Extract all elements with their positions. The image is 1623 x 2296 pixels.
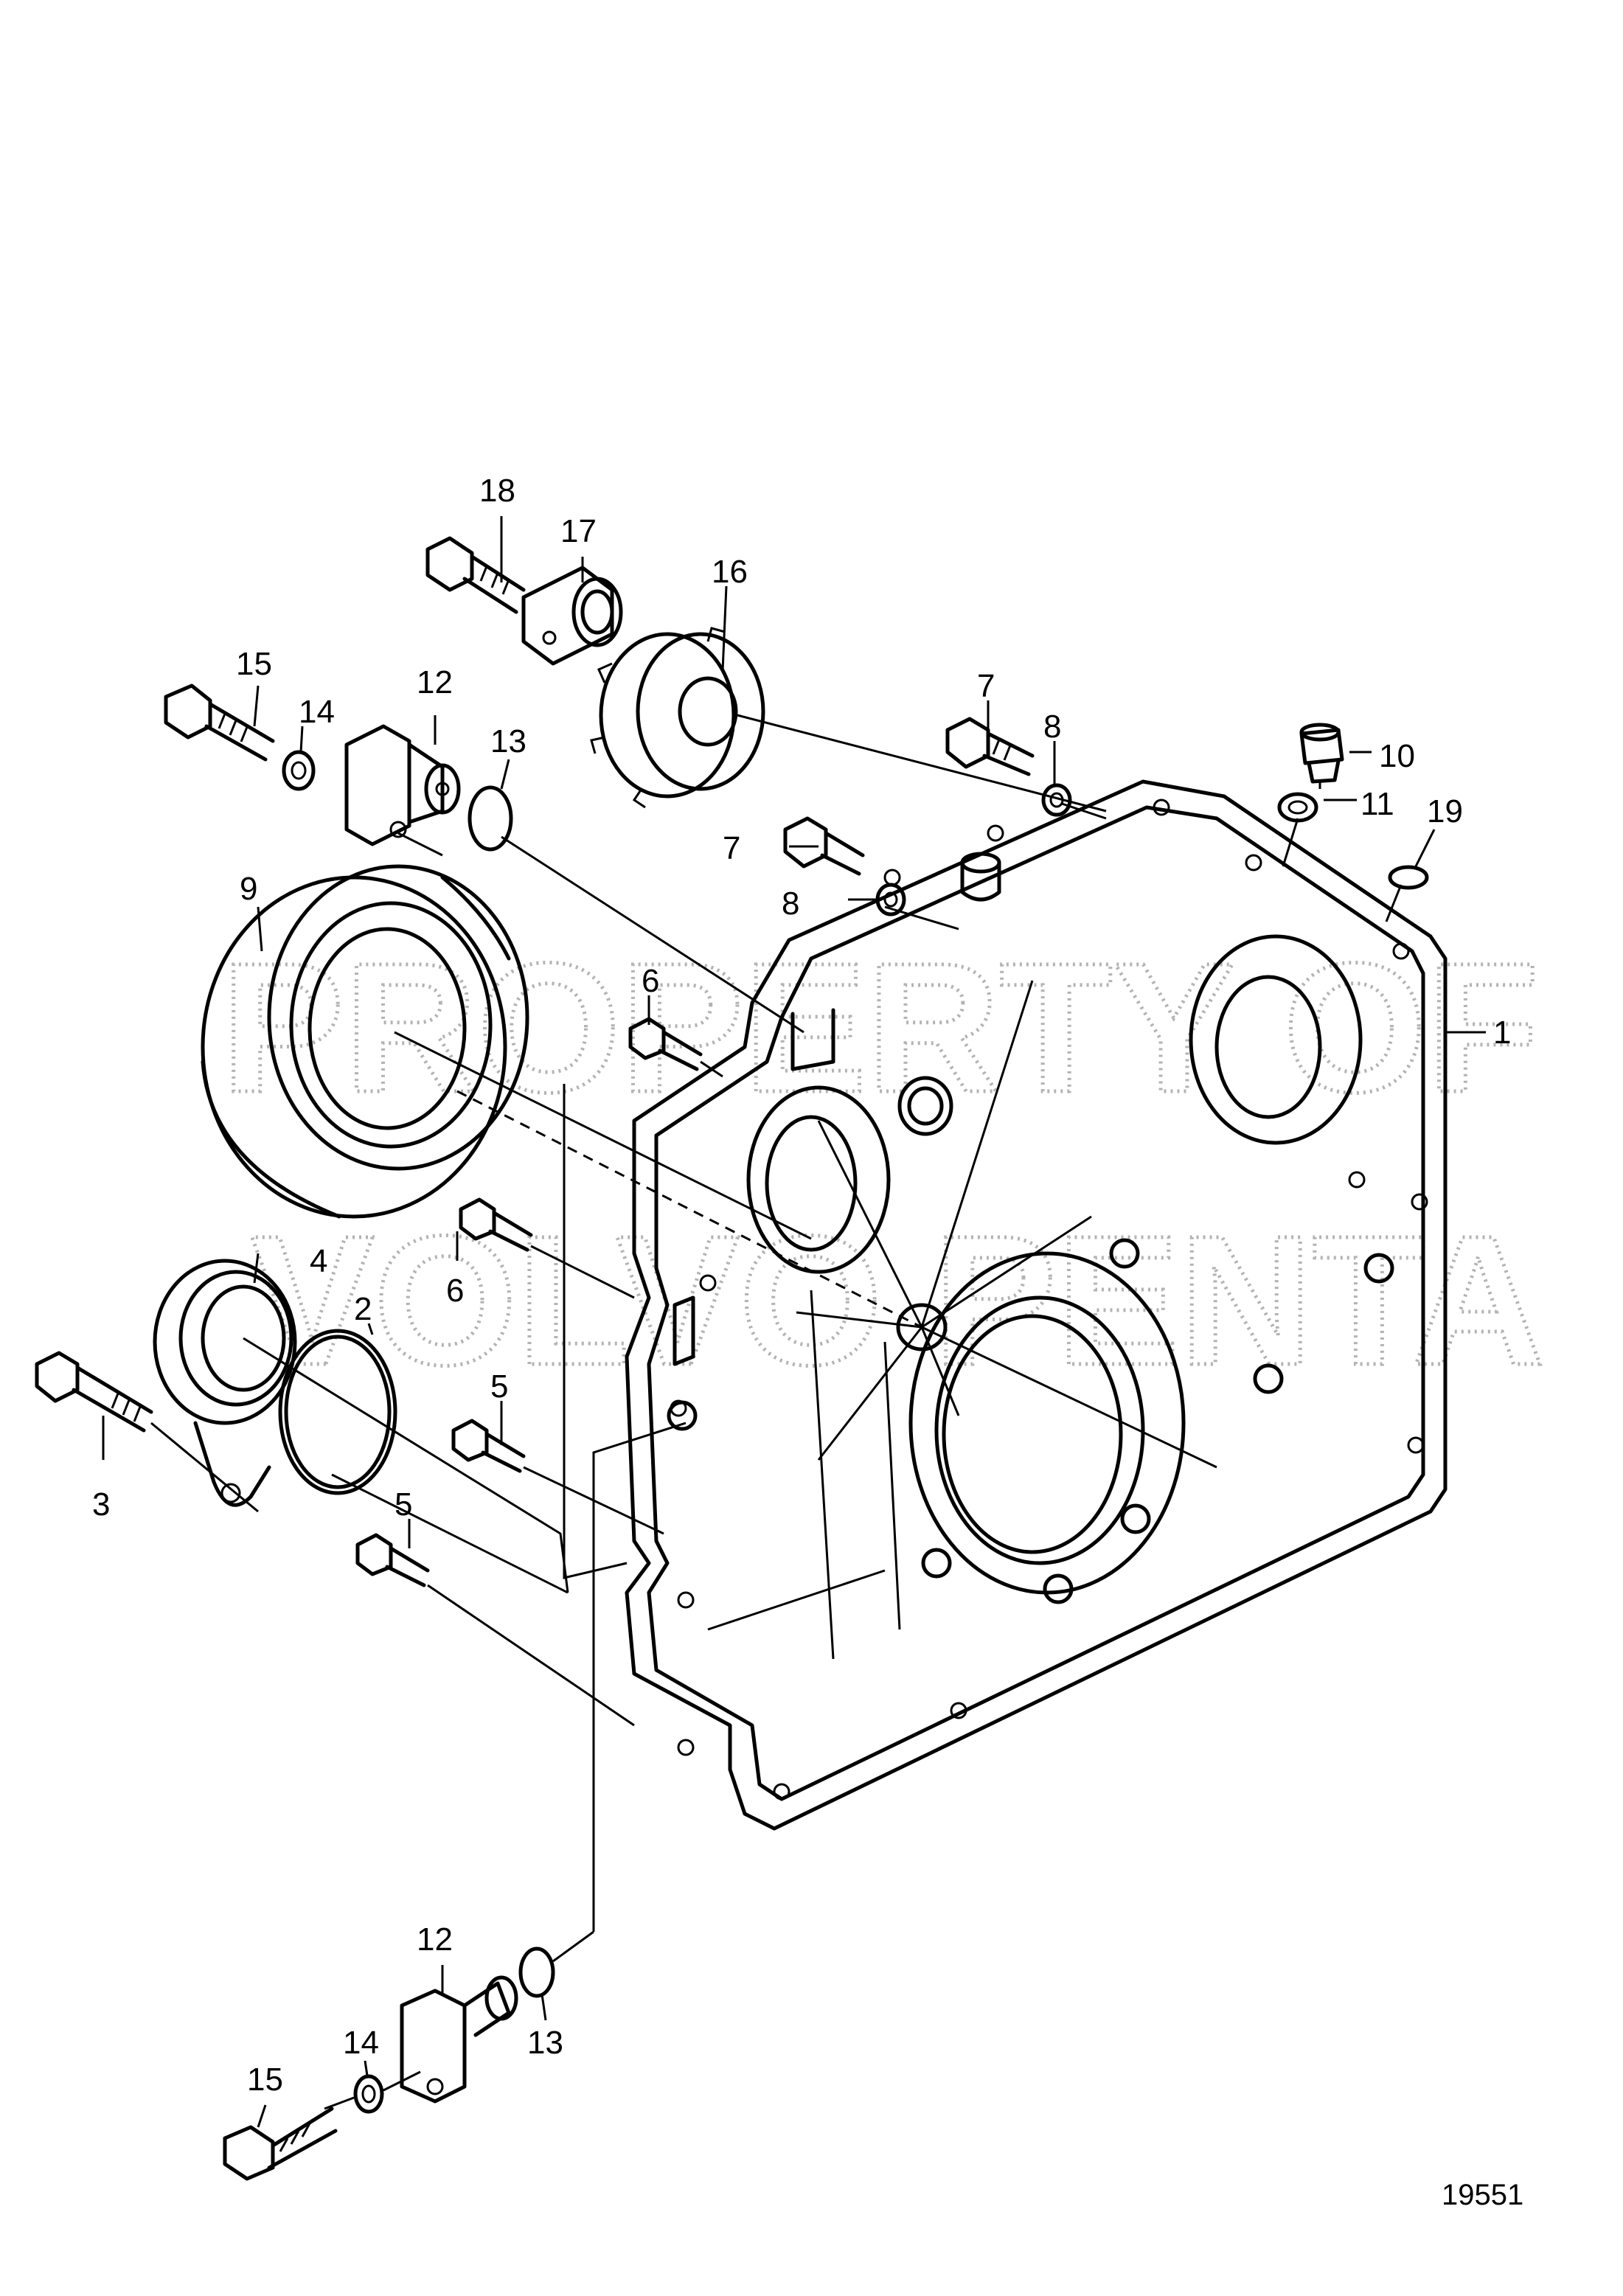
callout-16: 16 [712,554,748,590]
washer-14-upper [282,750,316,791]
callout-13b: 13 [527,2025,563,2061]
callout-4: 4 [310,1243,327,1279]
bolt-7-lower [783,816,865,876]
callout-6b: 6 [446,1273,464,1309]
callout-3: 3 [92,1486,110,1523]
washer-11 [1277,792,1318,823]
bolt-18 [425,536,526,614]
drawing-number: 19551 [1442,2179,1523,2211]
callout-14a: 14 [299,694,335,730]
callout-17: 17 [560,513,597,549]
callout-19: 19 [1427,793,1463,829]
callout-18: 18 [479,473,515,509]
callout-8b: 8 [782,886,799,922]
bolt-15-lower [223,2107,338,2181]
callout-15b: 15 [247,2062,283,2098]
bolt-5-upper [451,1419,526,1473]
idler-shaft-lower [400,1975,518,2104]
callout-11: 11 [1360,786,1394,822]
callout-2: 2 [354,1291,372,1327]
callout-1: 1 [1493,1015,1511,1051]
callout-13a: 13 [490,723,526,759]
callout-12a: 12 [417,664,453,700]
bolt-15-upper [164,683,275,762]
assembly-lines [150,714,1403,2110]
bolt-7-upper [945,717,1035,776]
washer-14-lower [353,2074,384,2114]
watermark-line1: PROPERTY OF [221,925,1539,1130]
callout-7a: 7 [977,668,995,704]
bolt-3 [35,1351,153,1433]
crankshaft-seal [201,864,529,1219]
callout-labels: 1 2 3 4 5 5 6 6 7 7 8 8 9 10 11 12 12 13… [92,473,1511,2098]
plug-19 [1388,865,1429,890]
idler-shaft-upper [344,724,461,846]
idler-bushing [521,566,623,666]
washer-8-upper [1041,783,1072,817]
callout-10: 10 [1379,738,1415,774]
callout-ticks [102,516,1486,2128]
watermark-line2: VOLVO PENTA [251,1197,1545,1403]
o-ring-13-lower [518,1947,555,1998]
callout-8a: 8 [1043,709,1061,745]
callout-15a: 15 [236,646,272,682]
o-ring-2 [278,1329,397,1495]
callout-5b: 5 [395,1486,412,1523]
hub-seal [153,1259,297,1507]
callout-6a: 6 [642,963,659,999]
plug-10 [1299,723,1344,784]
callout-5a: 5 [490,1368,508,1405]
callout-14b: 14 [343,2025,379,2061]
timing-gear-housing [625,779,1448,1831]
callout-9: 9 [240,871,257,907]
watermark: PROPERTY OF VOLVO PENTA [220,923,1547,1405]
bolt-6-lower [459,1197,533,1252]
callout-12b: 12 [417,1921,453,1958]
o-ring-13-upper [468,785,513,852]
callout-7b: 7 [723,830,740,866]
bolt-5-lower [355,1533,430,1587]
idler-gear [590,627,765,809]
